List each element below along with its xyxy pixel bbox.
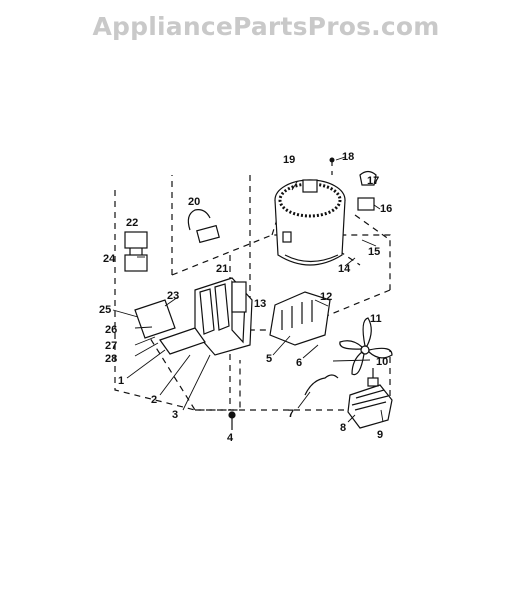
part-label-27: 27 [105,340,117,352]
assembly-guide-lines [114,160,391,411]
part-label-5: 5 [266,353,272,365]
part-label-21: 21 [216,263,228,275]
part-label-13: 13 [254,298,266,310]
part-label-2: 2 [151,394,157,406]
part-label-16: 16 [380,203,392,215]
power-cord [304,374,339,396]
part-label-18: 18 [342,151,354,163]
part-label-17: 17 [367,175,379,187]
part-label-6: 6 [296,357,302,369]
part-label-22: 22 [126,217,138,229]
screw [228,411,236,430]
terminal-bracket [269,291,331,346]
wire-harness [187,209,220,244]
part-label-14: 14 [338,263,351,275]
part-label-8: 8 [340,422,346,434]
part-label-10: 10 [376,356,388,368]
part-label-23: 23 [167,290,179,302]
compressor-dome [274,179,346,266]
part-label-7: 7 [288,408,294,420]
site-watermark: AppliancePartsPros.com [92,12,440,41]
fan-blade [339,317,393,376]
fan-motor [347,368,393,429]
part-label-9: 9 [377,429,383,441]
part-label-4: 4 [227,432,234,444]
leader-lines [112,156,384,423]
part-label-1: 1 [118,375,124,387]
part-label-28: 28 [105,353,117,365]
control-assembly [159,277,253,356]
part-label-19: 19 [283,154,295,166]
part-label-3: 3 [172,409,178,421]
overload-relay [357,170,377,211]
part-label-15: 15 [368,246,380,258]
mounting-plate [134,299,176,339]
part-label-12: 12 [320,291,332,303]
part-label-25: 25 [99,304,111,316]
switch-block [124,231,148,272]
part-label-11: 11 [370,313,382,325]
part-label-26: 26 [105,324,117,336]
part-label-24: 24 [103,253,116,265]
part-labels: 1 2 3 4 5 6 7 8 9 10 11 12 13 14 15 16 1… [99,151,392,444]
bolt-18 [329,157,335,163]
part-label-20: 20 [188,196,200,208]
